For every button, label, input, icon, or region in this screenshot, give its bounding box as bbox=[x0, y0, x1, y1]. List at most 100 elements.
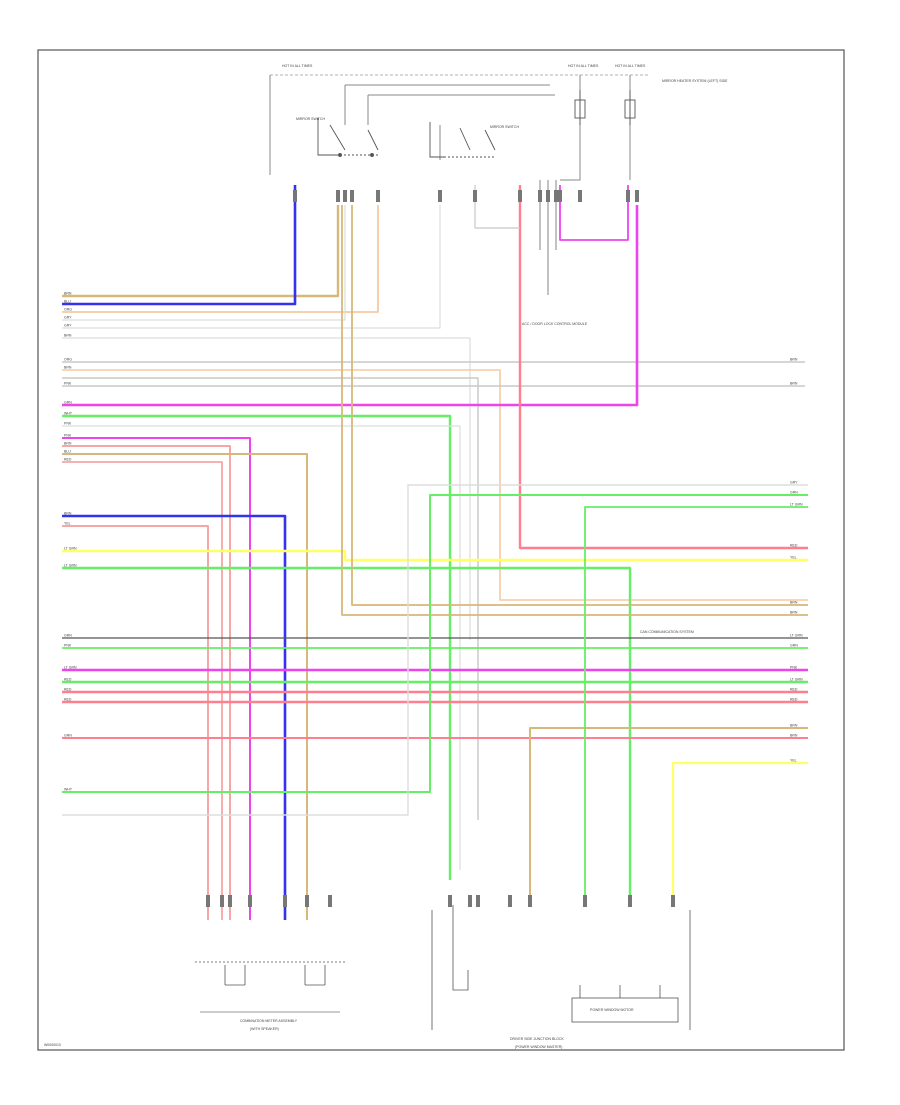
left-wire-label: PNK bbox=[64, 434, 72, 438]
left-wire-label: BLU bbox=[64, 450, 71, 454]
left-wire-label: PNK bbox=[64, 382, 72, 386]
wire-bundle bbox=[62, 185, 808, 920]
bottom-right-sub: (POWER WINDOW MASTER) bbox=[515, 1045, 562, 1049]
wire-pink-2 bbox=[62, 461, 223, 920]
left-wire-label: PNK bbox=[64, 644, 72, 648]
connector-pin bbox=[578, 190, 582, 202]
right-wire-label: RED bbox=[790, 688, 798, 692]
right-wire-label: GRN bbox=[790, 491, 798, 495]
left-wire-labels: BRNBLUORGGRYGRYBRNORGBRNPNKGRNWHTPNKPNKB… bbox=[64, 292, 77, 792]
right-wire-label: BRN bbox=[790, 382, 798, 386]
connector-pin bbox=[628, 895, 632, 907]
bottom-right-component bbox=[431, 905, 691, 1030]
connector-pin bbox=[206, 895, 210, 907]
connector-pin bbox=[468, 895, 472, 907]
mid-note: CAN COMMUNICATION SYSTEM bbox=[640, 630, 694, 634]
left-wire-label: LT GRN bbox=[64, 547, 77, 551]
wire-brown-2 bbox=[62, 453, 308, 920]
wire-magenta-2 bbox=[62, 437, 251, 920]
wire-gray-5 bbox=[474, 185, 520, 229]
top-component-2: MIRROR SWITCH bbox=[490, 125, 519, 129]
connector-pin bbox=[554, 190, 558, 202]
left-wire-label: RED bbox=[64, 678, 72, 682]
left-wire-label: BRN bbox=[64, 442, 72, 446]
top-relays bbox=[574, 90, 636, 125]
bottom-left-sub: (WITH SPEAKER) bbox=[250, 1027, 279, 1031]
header-label-2: HOT IN ALL TIMES bbox=[568, 64, 599, 68]
wire-gray-3 bbox=[62, 337, 471, 640]
connector-pin bbox=[248, 895, 252, 907]
connector-pin bbox=[558, 190, 562, 202]
left-wire-label: BRN bbox=[64, 512, 72, 516]
connector-pin bbox=[220, 895, 224, 907]
diagram-code: W0000010 bbox=[44, 1043, 61, 1047]
wire-red-1 bbox=[518, 185, 808, 550]
right-wire-label: PNK bbox=[790, 666, 798, 670]
connector-pin bbox=[438, 190, 442, 202]
connector-pin bbox=[546, 190, 550, 202]
wire-brown-5 bbox=[529, 727, 808, 900]
right-wire-label: LT GRN bbox=[790, 634, 803, 638]
right-wire-label: LT GRN bbox=[790, 678, 803, 682]
connector-pin bbox=[448, 895, 452, 907]
connector-pin bbox=[336, 190, 340, 202]
left-wire-label: RED bbox=[64, 698, 72, 702]
connector-pin bbox=[350, 190, 354, 202]
wire-blue-2 bbox=[62, 514, 287, 920]
connector-pin bbox=[376, 190, 380, 202]
left-wire-label: LT GRN bbox=[64, 666, 77, 670]
bottom-left-title: COMBINATION METER ASSEMBLY bbox=[240, 1019, 298, 1023]
wire-pink-1 bbox=[62, 445, 231, 920]
wire-white-2 bbox=[62, 484, 808, 816]
right-wire-label: GRN bbox=[790, 644, 798, 648]
wire-yellow-1 bbox=[62, 549, 808, 562]
connector-pin bbox=[476, 895, 480, 907]
wire-orange-1 bbox=[62, 205, 379, 313]
connector-pin bbox=[538, 190, 542, 202]
mirror-switch-right bbox=[429, 122, 496, 158]
right-wire-label: BRN bbox=[790, 724, 798, 728]
wire-brown-1 bbox=[62, 205, 340, 298]
left-wire-label: BLU bbox=[64, 300, 71, 304]
connector-pin bbox=[305, 895, 309, 907]
right-wire-label: GRY bbox=[790, 481, 798, 485]
wire-green-2 bbox=[62, 566, 632, 900]
bottom-right-title: DRIVER SIDE JUNCTION BLOCK bbox=[510, 1037, 565, 1041]
wire-green-5 bbox=[62, 494, 808, 793]
left-wire-label: YEL bbox=[64, 522, 71, 526]
connector-pin bbox=[228, 895, 232, 907]
left-wire-label: RED bbox=[64, 458, 72, 462]
connector-pin bbox=[626, 190, 630, 202]
left-wire-label: GRN bbox=[64, 734, 72, 738]
connector-pin bbox=[293, 190, 297, 202]
right-wire-label: RED bbox=[790, 698, 798, 702]
left-wire-label: BRN bbox=[64, 292, 72, 296]
wire-magenta-1 bbox=[62, 205, 639, 407]
top-bus bbox=[269, 75, 631, 181]
top-component-1: MIRROR SWITCH bbox=[296, 117, 325, 121]
wire-brown-3 bbox=[351, 205, 808, 606]
connector-pin bbox=[508, 895, 512, 907]
left-wire-label: ORG bbox=[64, 308, 72, 312]
right-wire-label: YEL bbox=[790, 556, 797, 560]
left-wire-label: BRN bbox=[64, 366, 72, 370]
connector-pin bbox=[671, 895, 675, 907]
wire-gray-2 bbox=[62, 205, 441, 329]
diagram-border bbox=[37, 49, 845, 1051]
right-wire-label: YEL bbox=[790, 759, 797, 763]
wire-green-1 bbox=[62, 414, 452, 880]
left-wire-label: PNK bbox=[64, 422, 72, 426]
wire-green-6 bbox=[584, 506, 808, 900]
left-wire-label: GRY bbox=[64, 324, 72, 328]
bottom-box-label: POWER WINDOW MOTOR bbox=[590, 1008, 634, 1012]
connector-pin bbox=[518, 190, 522, 202]
left-wire-label: BRN bbox=[64, 334, 72, 338]
left-wire-label: RED bbox=[64, 688, 72, 692]
left-wire-label: WHT bbox=[64, 412, 73, 416]
connector-pin bbox=[328, 895, 332, 907]
left-wire-label: GRY bbox=[64, 316, 72, 320]
right-wire-label: LT GRN bbox=[790, 503, 803, 507]
left-wire-label: GRN bbox=[64, 634, 72, 638]
